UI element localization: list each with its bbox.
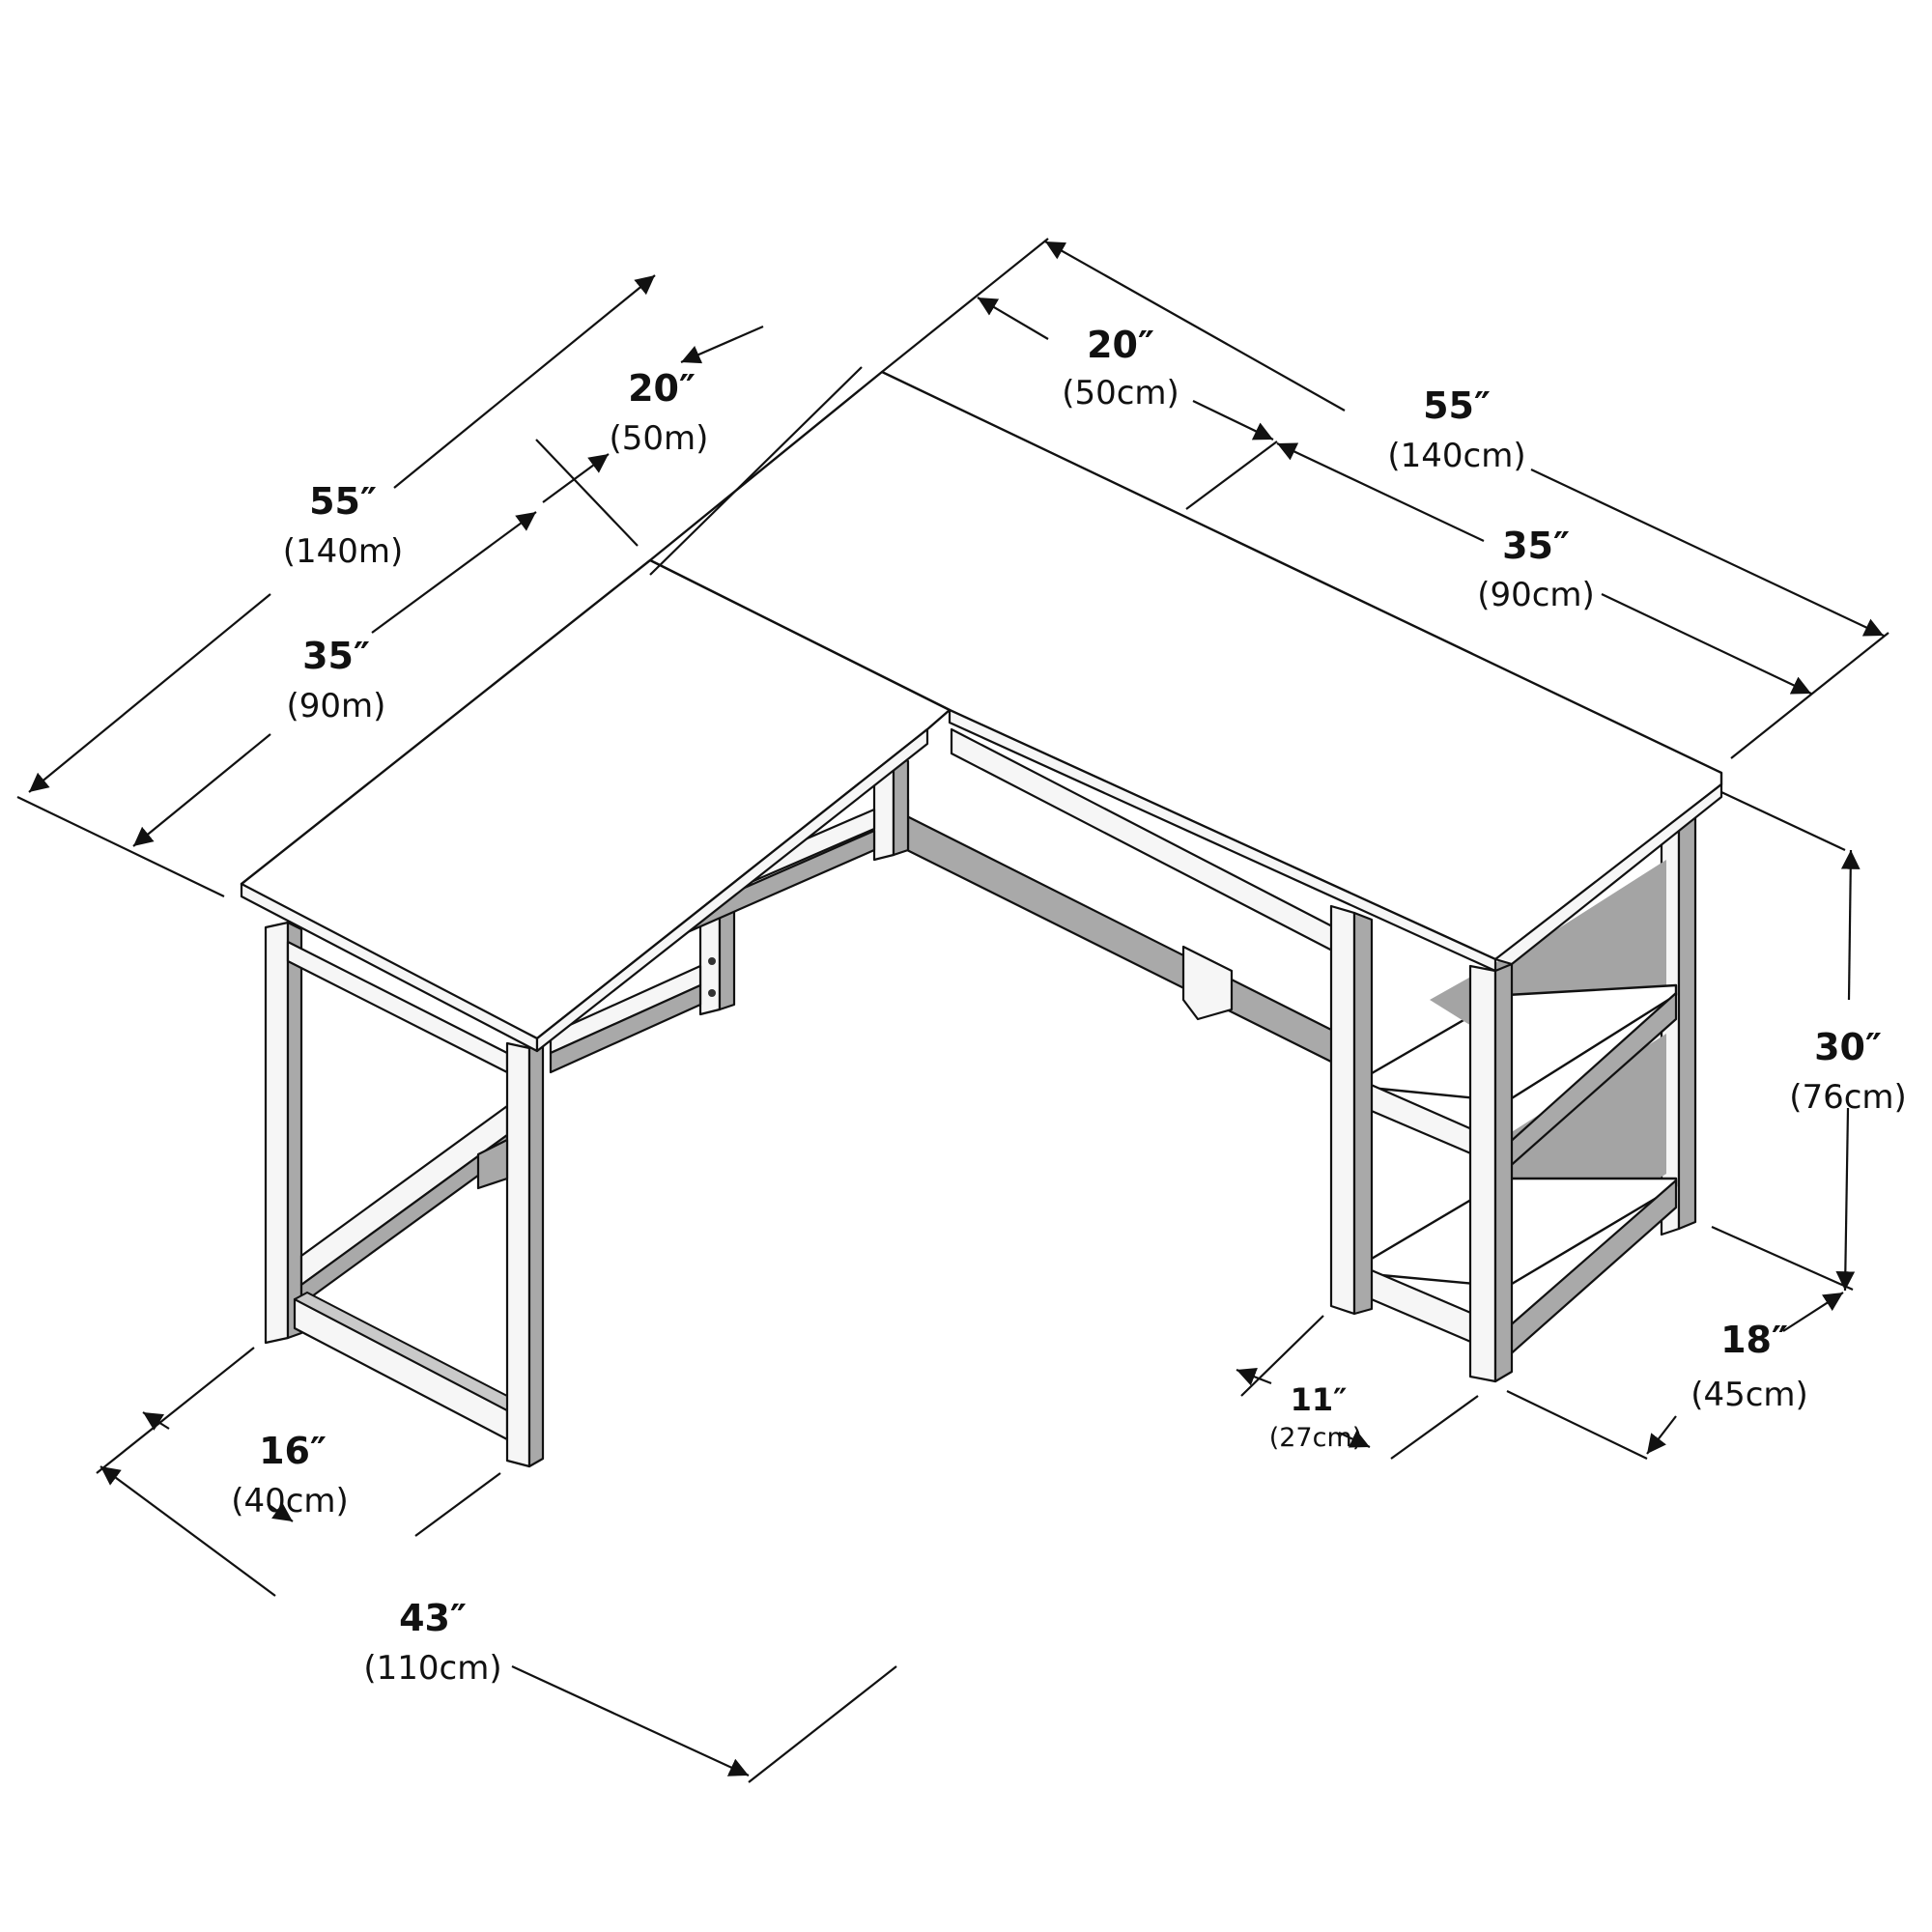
svg-text:(45cm): (45cm) — [1690, 1376, 1808, 1414]
svg-text:(76cm): (76cm) — [1789, 1078, 1907, 1117]
svg-text:16″: 16″ — [259, 1430, 327, 1472]
label-return-length: 43″ (110cm) — [363, 1597, 501, 1688]
svg-text:18″: 18″ — [1720, 1319, 1788, 1361]
svg-text:20″: 20″ — [1087, 324, 1154, 366]
label-shelf-depth: 18″ (45cm) — [1690, 1319, 1808, 1414]
shelving-unit — [1329, 814, 1697, 1383]
label-shelf-width: 11″ (27cm) — [1269, 1381, 1363, 1453]
svg-text:(140cm): (140cm) — [1387, 437, 1525, 475]
svg-text:(90cm): (90cm) — [1477, 576, 1595, 614]
svg-text:(27cm): (27cm) — [1269, 1423, 1363, 1453]
desktops — [240, 370, 1723, 1053]
svg-text:30″: 30″ — [1814, 1026, 1882, 1068]
svg-text:11″: 11″ — [1291, 1381, 1348, 1418]
dimension-lines — [16, 238, 1889, 1783]
svg-text:55″: 55″ — [309, 480, 377, 523]
svg-text:(90m): (90m) — [287, 687, 386, 725]
svg-text:35″: 35″ — [302, 635, 370, 677]
label-right-open-span: 35″ (90cm) — [1477, 525, 1595, 614]
svg-text:55″: 55″ — [1423, 384, 1491, 427]
svg-text:(40cm): (40cm) — [231, 1482, 349, 1520]
label-leg-depth: 16″ (40cm) — [231, 1430, 349, 1520]
label-right-total-length: 55″ (140cm) — [1387, 384, 1525, 475]
left-return-frame — [264, 921, 545, 1468]
desk-illustration — [240, 370, 1723, 1468]
svg-text:(50m): (50m) — [610, 419, 709, 458]
svg-text:(140m): (140m) — [283, 532, 404, 571]
svg-text:43″: 43″ — [399, 1597, 467, 1639]
dimension-labels: 55″ (140m) 20″ (50m) 35″ (90m) 20″ (50cm… — [231, 324, 1907, 1688]
label-height: 30″ (76cm) — [1789, 1026, 1907, 1117]
label-left-open-span: 35″ (90m) — [287, 635, 386, 725]
svg-text:(110cm): (110cm) — [363, 1649, 501, 1688]
svg-text:35″: 35″ — [1502, 525, 1570, 567]
svg-text:(50cm): (50cm) — [1062, 374, 1179, 412]
label-left-return-width: 20″ (50m) — [610, 367, 709, 458]
svg-text:20″: 20″ — [628, 367, 696, 410]
label-left-total-depth: 55″ (140m) — [283, 480, 404, 571]
label-right-return-width: 20″ (50cm) — [1062, 324, 1179, 412]
